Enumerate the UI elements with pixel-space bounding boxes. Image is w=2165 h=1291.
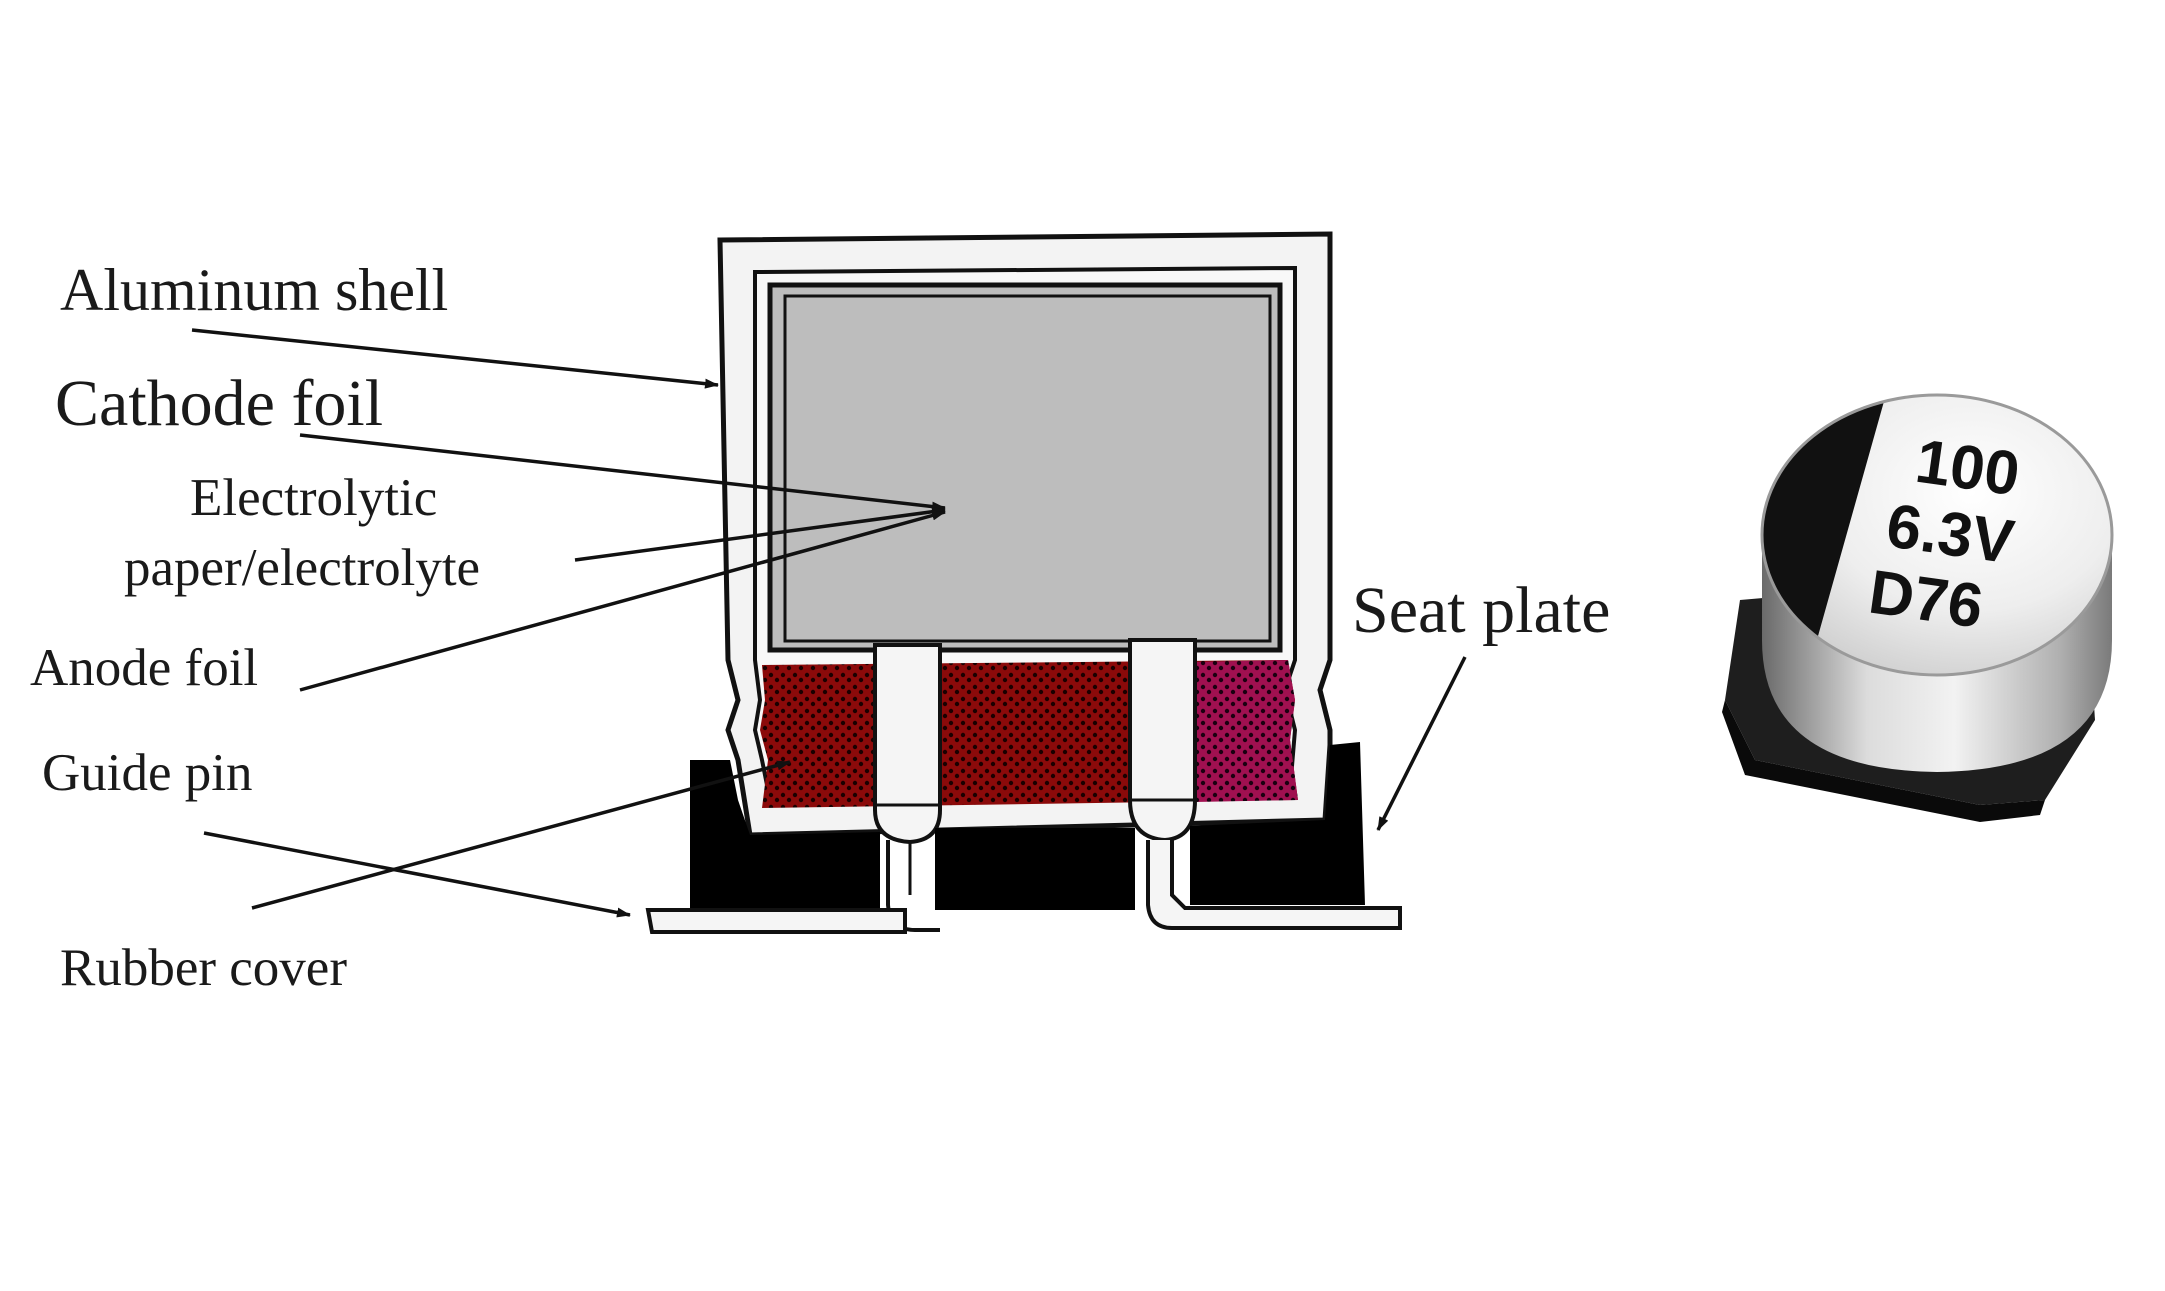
label-cathode-foil: Cathode foil	[55, 367, 383, 440]
polarity-stripe	[1762, 395, 1890, 675]
marking-capacitance: 100	[1912, 427, 2024, 510]
arrow-anode-foil	[299, 510, 946, 692]
arrow-rubber-cover	[203, 831, 631, 918]
label-guide-pin: Guide pin	[42, 744, 253, 802]
seat-plate	[690, 742, 1365, 910]
guide-pin-right	[1128, 638, 1402, 930]
capacitor-element	[767, 282, 1283, 653]
arrow-cathode-foil	[299, 433, 946, 512]
label-aluminum-shell: Aluminum shell	[60, 257, 448, 323]
capacitor-cross-section	[645, 231, 1402, 934]
label-rubber-cover: Rubber cover	[60, 939, 347, 997]
labels: Aluminum shell Cathode foil Electrolytic…	[30, 257, 1610, 997]
rubber-cover-right	[1195, 660, 1298, 802]
smd-capacitor-illustration: 100 6.3V D76	[1722, 393, 2114, 822]
label-electrolytic-2: paper/electrolyte	[124, 539, 480, 597]
label-anode-foil: Anode foil	[30, 639, 258, 697]
marking-code: D76	[1865, 558, 1987, 642]
label-seat-plate: Seat plate	[1352, 574, 1610, 647]
arrow-seat-plate	[1376, 656, 1467, 831]
leader-arrows	[191, 328, 1467, 918]
arrow-electrolytic-paper	[574, 506, 946, 562]
arrow-guide-pin	[251, 760, 791, 910]
guide-pin-left	[873, 643, 942, 932]
lead-strip-left	[645, 908, 907, 934]
capacitor-element-frame	[783, 294, 1272, 643]
label-electrolytic-1: Electrolytic	[190, 469, 437, 527]
arrow-aluminum-shell	[191, 328, 719, 389]
